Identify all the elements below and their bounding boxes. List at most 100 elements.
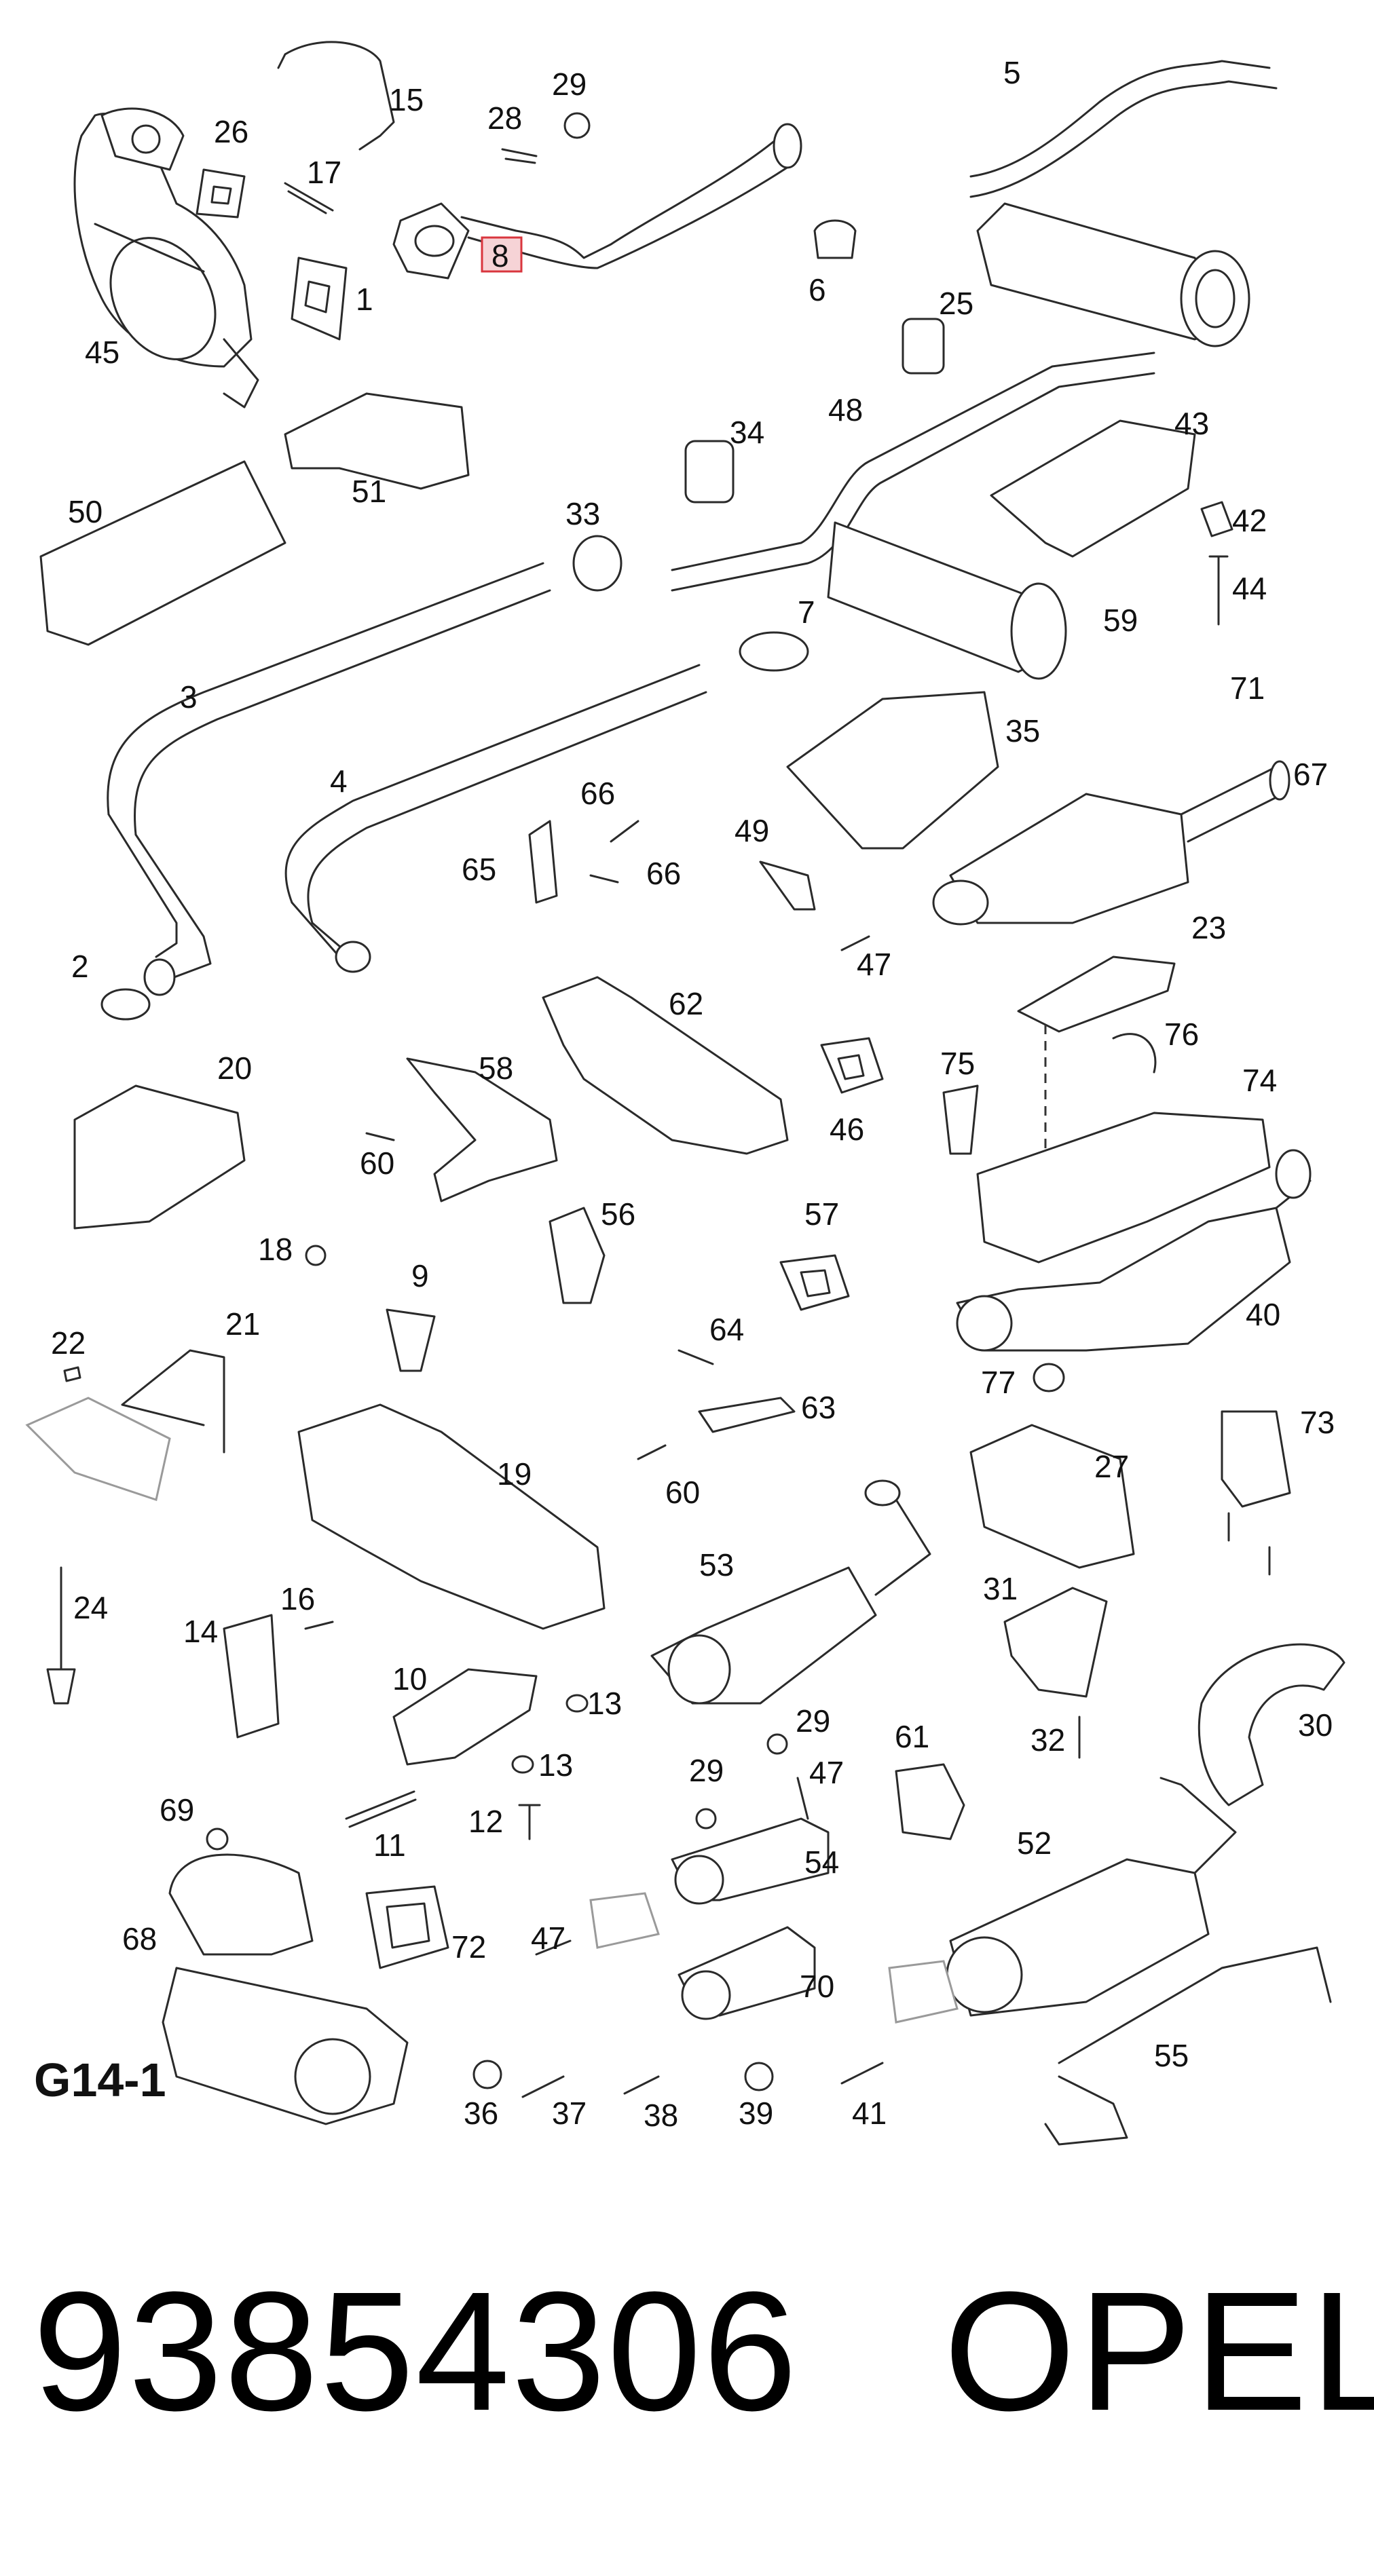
part-51-bracket (284, 392, 470, 490)
part-62-converter (542, 976, 789, 1155)
diagram-page-code: G14-1 (34, 2053, 166, 2106)
callout-labels: 1 2 3 4 5 6 7 8 9 10 11 12 13 13 14 15 1… (51, 55, 1335, 2133)
exhaust-parts-diagram: 1 2 3 4 5 6 7 8 9 10 11 12 13 13 14 15 1… (25, 41, 1345, 2146)
part-10-bracket (392, 1668, 538, 1766)
callout-label: 29 (552, 67, 587, 102)
part-29-nut-top (563, 112, 591, 139)
callout-label: 44 (1232, 571, 1267, 606)
callout-label: 69 (160, 1792, 194, 1827)
part-60-bolt-b (637, 1444, 667, 1460)
part-33-clamp (572, 535, 623, 592)
part-5-rear-silencer (969, 60, 1278, 347)
part-57-gasket (779, 1254, 850, 1311)
part-24-rivet (46, 1566, 76, 1705)
part-19-heat-shield (297, 1403, 606, 1630)
part-12-bolt (518, 1804, 541, 1840)
part-39-nut (744, 2062, 774, 2091)
part-47-stud-c (535, 1939, 572, 1956)
part-50-heat-shield (39, 460, 286, 646)
callout-label: 60 (360, 1145, 394, 1181)
callout-label: 60 (665, 1475, 700, 1510)
part-14-bracket (223, 1614, 280, 1739)
part-74-heat-shield (976, 1112, 1271, 1264)
part-30-hose (1197, 1643, 1345, 1806)
part-48-intermediate-pipe (671, 352, 1155, 680)
part-60-bolt-a (365, 1132, 395, 1141)
part-22-heat-shield-ghost (25, 1397, 171, 1501)
callout-label: 58 (479, 1050, 513, 1086)
callout-label: 19 (497, 1456, 532, 1492)
part-22-clip (63, 1366, 81, 1382)
part-41-bolt (840, 2062, 884, 2085)
callout-label: 18 (258, 1232, 293, 1267)
callout-label: 47 (531, 1920, 565, 1956)
part-63-hanger (698, 1397, 796, 1433)
part-23-bracket (1017, 955, 1176, 1033)
callout-label: 22 (51, 1325, 86, 1361)
part-16-bolt (304, 1621, 334, 1630)
callout-label: 11 (373, 1827, 406, 1863)
part-77-clamp (1033, 1363, 1065, 1393)
callout-8-highlight (481, 236, 523, 273)
callout-label: 72 (451, 1929, 486, 1965)
part-17-stud (284, 182, 334, 214)
callout-label: 4 (330, 763, 348, 799)
part-36-nut (472, 2060, 502, 2089)
part-29-nut-mid-a (766, 1733, 788, 1755)
part-28-stud (501, 148, 538, 164)
part-37-bolt (521, 2075, 565, 2098)
callout-label: 42 (1232, 503, 1267, 538)
callout-label: 76 (1164, 1017, 1199, 1052)
callout-label: 32 (1030, 1722, 1065, 1758)
part-8-front-pipe (392, 123, 802, 280)
callout-label: 61 (895, 1719, 929, 1754)
callout-label: 2 (71, 949, 89, 984)
part-13-washer-b (511, 1755, 534, 1774)
callout-label: 29 (689, 1753, 724, 1788)
callout-label: 28 (487, 100, 522, 136)
part-47-stud-a (840, 935, 870, 951)
part-35-heat-shield (786, 691, 999, 850)
part-58-bracket (406, 1057, 558, 1202)
callout-label: 10 (392, 1661, 427, 1697)
callout-label: 47 (809, 1755, 844, 1790)
callout-highlight-label: 8 (491, 238, 509, 273)
callout-label: 73 (1300, 1405, 1335, 1440)
part-47-stud-b (796, 1777, 809, 1820)
callout-label: 71 (1230, 670, 1265, 706)
callout-label: 66 (646, 856, 681, 891)
callout-label: 17 (307, 155, 341, 190)
part-75-bracket (942, 1084, 979, 1155)
part-26-gasket (196, 168, 246, 219)
callout-label: 56 (601, 1196, 635, 1232)
callout-label: 57 (804, 1196, 839, 1232)
callout-label: 21 (225, 1306, 260, 1342)
callout-label: 12 (468, 1804, 503, 1839)
callout-label: 38 (644, 2098, 678, 2133)
callout-label: 51 (352, 474, 386, 509)
callout-label: 5 (1003, 55, 1021, 90)
part-64-bolt (677, 1349, 714, 1365)
callout-label: 46 (830, 1112, 864, 1147)
callout-label: 23 (1191, 910, 1226, 945)
callout-label: 37 (552, 2096, 587, 2131)
callout-label: 43 (1174, 406, 1209, 441)
part-46-gasket (820, 1037, 884, 1094)
part-21-bracket (121, 1349, 225, 1454)
part-1-gasket (291, 257, 348, 341)
part-44-bolt (1208, 555, 1229, 626)
part-55-sensor (1044, 1946, 1332, 2146)
callout-label: 30 (1298, 1707, 1333, 1743)
part-27-manifold (969, 1424, 1135, 1569)
part-4-pipe (284, 664, 707, 973)
part-45-catalytic-converter (73, 107, 259, 409)
part-29-nut-mid-b (695, 1808, 717, 1830)
part-6-clamp (813, 219, 857, 259)
callout-label: 53 (699, 1547, 734, 1583)
callout-label: 35 (1005, 713, 1040, 749)
callout-label: 16 (280, 1581, 315, 1616)
part-3-pipe (107, 562, 551, 996)
part-number: 93854306 (33, 2256, 799, 2446)
callout-label: 55 (1154, 2038, 1189, 2073)
part-68-catalytic-converter (162, 1853, 409, 2125)
